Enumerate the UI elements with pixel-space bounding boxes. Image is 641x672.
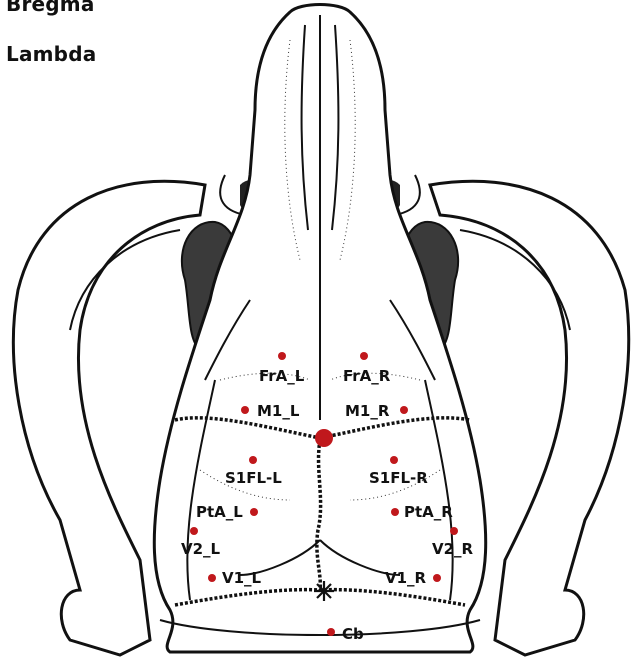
label-fra-l: FrA_L [259,367,305,385]
label-s1fl-l: S1FL-L [225,469,282,487]
dot-v1-r [433,574,441,582]
dot-v2-l [190,527,198,535]
dot-fra-r [360,352,368,360]
dot-cb [327,628,335,636]
label-fra-r: FrA_R [343,367,391,385]
label-m1-l: M1_L [257,402,300,420]
label-v1-r: V1_R [385,569,427,587]
dot-m1-r [400,406,408,414]
label-m1-r: M1_R [345,402,390,420]
label-v2-l: V2_L [181,540,221,558]
dot-fra-l [278,352,286,360]
label-s1fl-r: S1FL-R [369,469,428,487]
dot-m1-l [241,406,249,414]
bregma-marker [315,429,333,447]
dot-pta-r [391,508,399,516]
lambda-marker [314,581,334,601]
dot-v1-l [208,574,216,582]
label-v1-l: V1_L [222,569,262,587]
dot-s1fl-r [390,456,398,464]
dot-pta-l [250,508,258,516]
label-cb: Cb [342,625,364,643]
dot-s1fl-l [249,456,257,464]
dot-v2-r [450,527,458,535]
label-pta-l: PtA_L [196,503,243,521]
label-pta-r: PtA_R [404,503,453,521]
label-v2-r: V2_R [432,540,474,558]
